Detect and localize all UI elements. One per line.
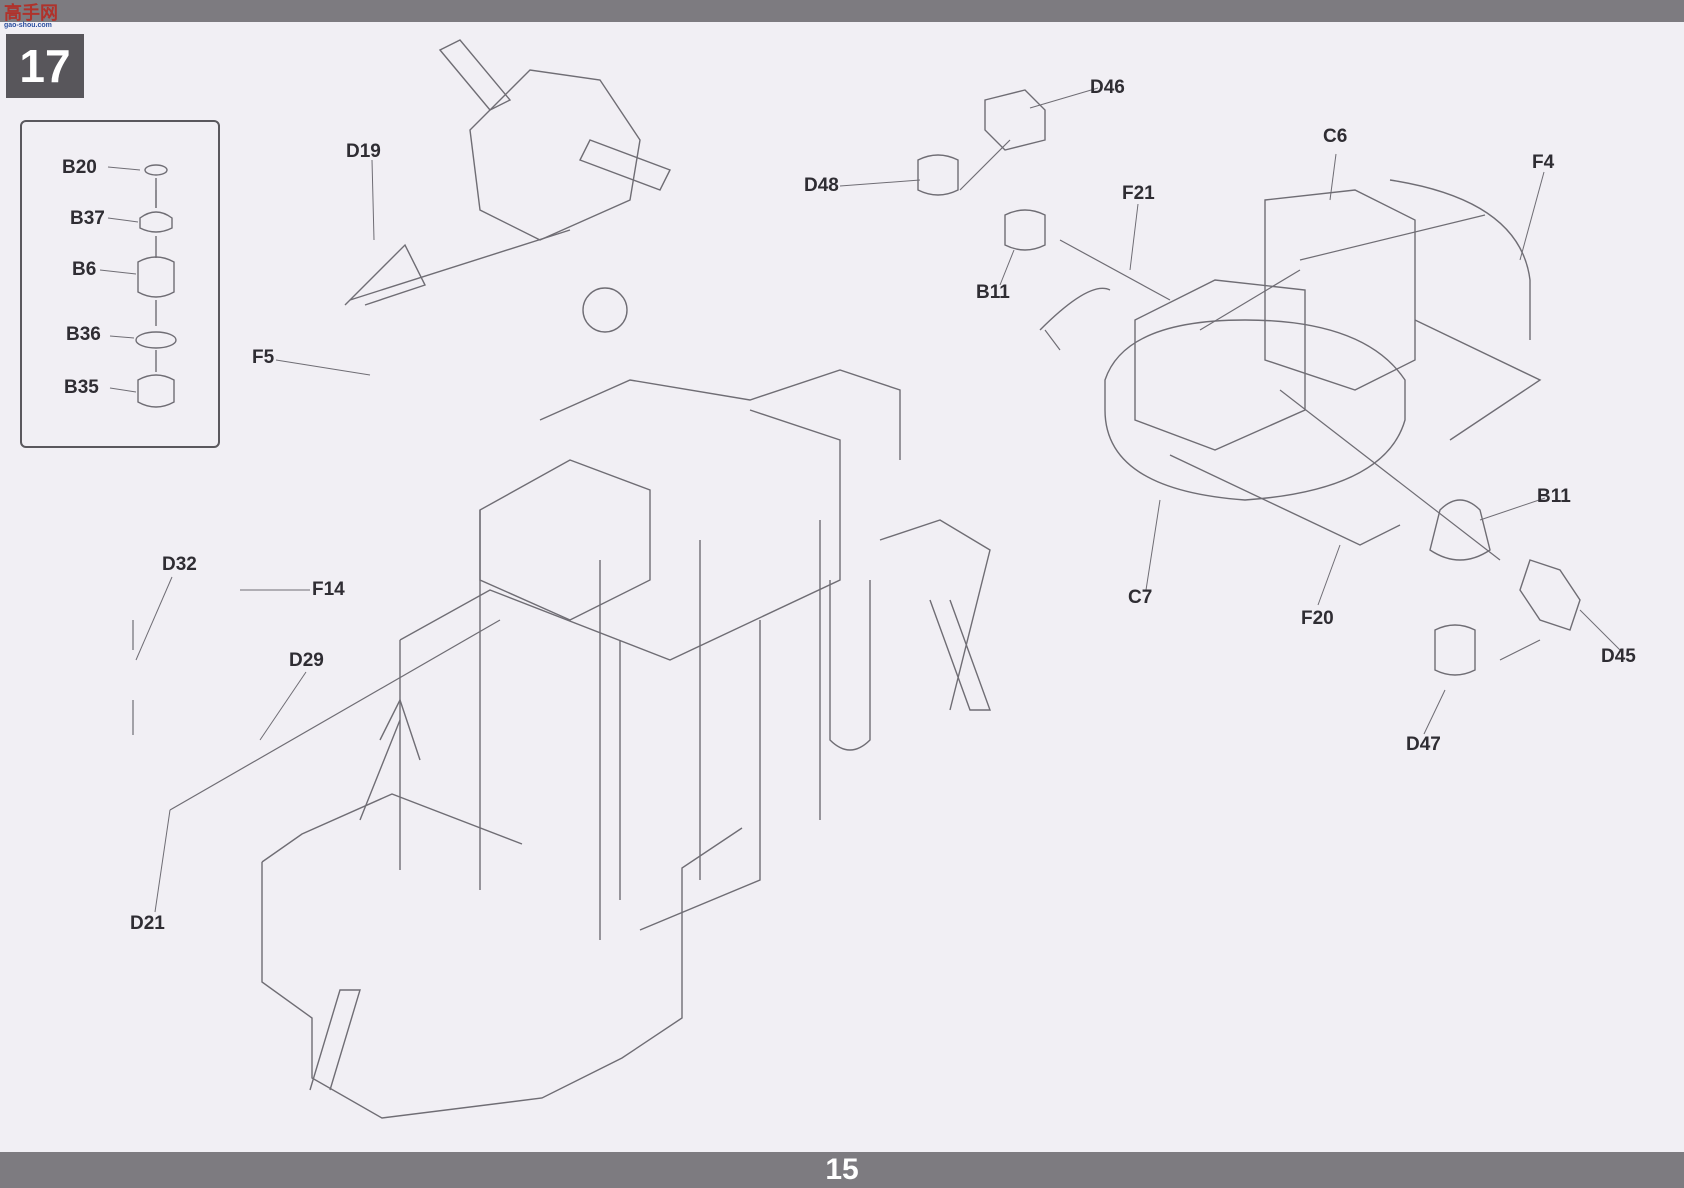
watermark-logo: 高手网 gao-shou.com bbox=[4, 3, 58, 29]
label-f20: F20 bbox=[1301, 608, 1334, 629]
label-b11-top: B11 bbox=[976, 282, 1010, 303]
label-f5: F5 bbox=[252, 347, 275, 368]
step-number-badge: 17 bbox=[6, 34, 84, 98]
exploded-turret bbox=[917, 89, 1581, 676]
label-c7: C7 bbox=[1128, 587, 1153, 608]
label-f14: F14 bbox=[312, 579, 345, 600]
label-d19: D19 bbox=[346, 141, 381, 162]
label-d46: D46 bbox=[1090, 77, 1125, 98]
tower-structure bbox=[261, 369, 991, 1119]
label-f21: F21 bbox=[1122, 183, 1155, 204]
label-b11-right: B11 bbox=[1537, 486, 1571, 507]
page-number: 15 bbox=[825, 1153, 859, 1186]
label-b6: B6 bbox=[72, 259, 97, 280]
assembly-arrows bbox=[132, 139, 1541, 811]
label-b20: B20 bbox=[62, 157, 97, 178]
label-b35: B35 bbox=[64, 377, 99, 398]
top-turret bbox=[344, 39, 671, 333]
label-d21: D21 bbox=[130, 913, 165, 934]
sub-assembly-inset bbox=[20, 120, 220, 448]
label-d47: D47 bbox=[1406, 734, 1441, 755]
label-c6: C6 bbox=[1323, 126, 1348, 147]
label-d29: D29 bbox=[289, 650, 324, 671]
leader-lines bbox=[99, 87, 1621, 913]
label-b37: B37 bbox=[70, 208, 105, 229]
label-f4: F4 bbox=[1532, 152, 1555, 173]
bottom-bar bbox=[0, 1152, 1684, 1188]
label-d32: D32 bbox=[162, 554, 197, 575]
label-b36: B36 bbox=[66, 324, 101, 345]
label-d45: D45 bbox=[1601, 646, 1636, 667]
top-bar bbox=[0, 0, 1684, 22]
label-d48: D48 bbox=[804, 175, 839, 196]
